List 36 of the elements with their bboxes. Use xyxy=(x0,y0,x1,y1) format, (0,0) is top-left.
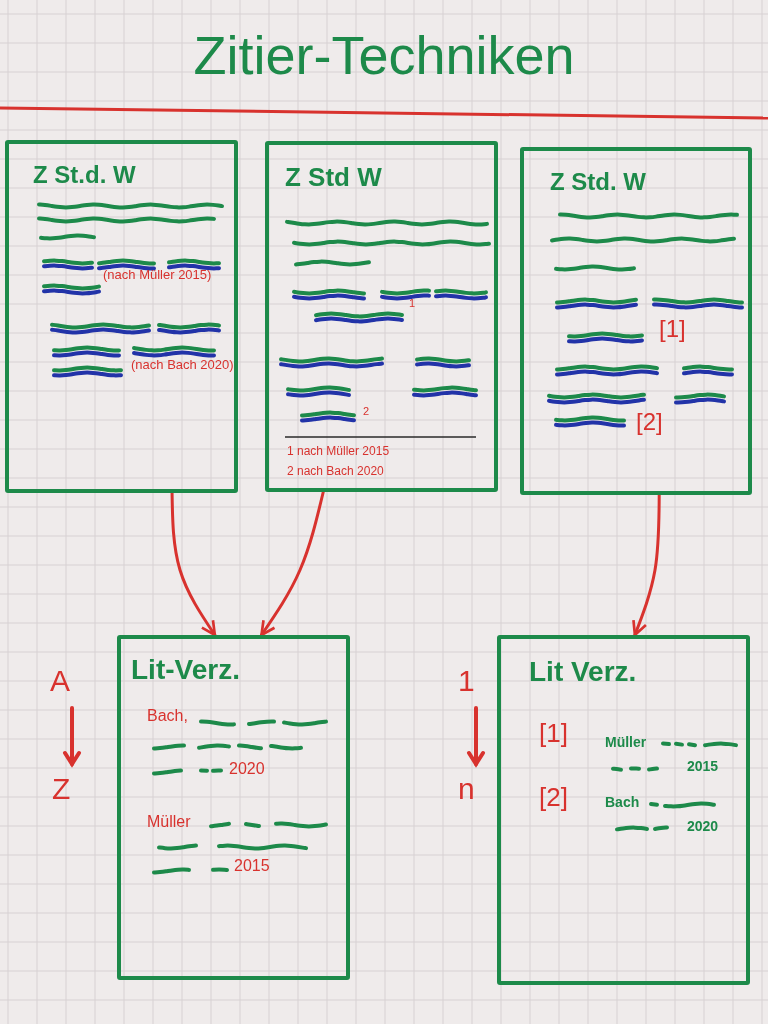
reference-list-box xyxy=(117,635,350,980)
footnote-text: 1 nach Müller 2015 xyxy=(287,445,390,459)
text-page-box xyxy=(265,141,498,492)
citation-text: (nach Müller 2015) xyxy=(103,268,212,283)
list-heading: Lit Verz. xyxy=(529,657,637,688)
reference-list-box xyxy=(497,635,750,985)
text-page-box xyxy=(5,140,238,493)
citation-text: (nach Bach 2020) xyxy=(131,358,234,373)
footnote-text: 2 nach Bach 2020 xyxy=(287,465,384,479)
sort-order-label: A xyxy=(50,664,70,697)
reference-number: [1] xyxy=(539,719,568,748)
list-heading: Lit-Verz. xyxy=(131,655,240,686)
reference-number: [1] xyxy=(659,316,686,343)
author-name: Bach xyxy=(605,795,640,811)
arrow xyxy=(170,491,217,637)
author-name: Müller xyxy=(147,813,191,831)
page-heading: Z Std W xyxy=(285,163,382,192)
text-page-box xyxy=(520,147,752,495)
page-heading: Z St.d. W xyxy=(33,162,136,189)
page-heading: Z Std. W xyxy=(550,169,646,196)
year-text: 2020 xyxy=(229,760,265,778)
arrow xyxy=(632,493,661,637)
reference-number: [2] xyxy=(636,409,663,436)
year-text: 2015 xyxy=(234,857,270,875)
footnote-mark: 1 xyxy=(409,297,416,310)
author-name: Bach, xyxy=(147,707,188,725)
sort-order-label: Z xyxy=(52,772,71,805)
year-text: 2020 xyxy=(687,819,719,835)
reference-number: [2] xyxy=(539,783,568,812)
title: Zitier-Techniken xyxy=(193,26,575,86)
arrow xyxy=(259,490,325,637)
sort-order-label: n xyxy=(458,772,475,805)
author-name: Müller xyxy=(605,735,647,751)
footnote-mark: 2 xyxy=(363,405,370,418)
sort-order-label: 1 xyxy=(458,664,475,697)
year-text: 2015 xyxy=(687,759,719,775)
